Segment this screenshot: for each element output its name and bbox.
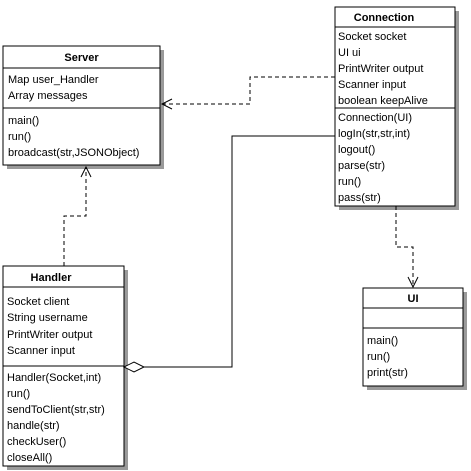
connection-method: Connection(UI) xyxy=(338,112,412,124)
connection-method: run() xyxy=(338,176,361,188)
connection-method: parse(str) xyxy=(338,160,385,172)
connection-attribute: UI ui xyxy=(338,47,361,59)
handler-class: Handler Socket client String username Pr… xyxy=(2,265,125,467)
dependency-line xyxy=(162,76,335,105)
server-class: Server Map user_Handler Array messages m… xyxy=(2,45,161,166)
connection-server-dependency xyxy=(160,76,335,110)
open-arrowhead xyxy=(160,98,173,110)
connection-method: logout() xyxy=(338,144,375,156)
handler-method: handle(str) xyxy=(7,420,60,432)
ui-class-box xyxy=(362,287,464,387)
handler-attribute: String username xyxy=(7,312,88,324)
dependency-line xyxy=(63,168,87,266)
aggregation-diamond xyxy=(122,361,146,373)
connection-method: logIn(str,str,int) xyxy=(338,128,410,140)
handler-attribute: Scanner input xyxy=(7,345,75,357)
connection-method: pass(str) xyxy=(338,192,381,204)
handler-method: run() xyxy=(7,388,30,400)
server-class-name: Server xyxy=(64,52,99,64)
server-method: run() xyxy=(8,131,31,143)
handler-server-dependency xyxy=(63,165,92,266)
connection-attribute: PrintWriter output xyxy=(338,63,423,75)
handler-attribute: Socket client xyxy=(7,296,69,308)
handler-method: closeAll() xyxy=(7,452,52,464)
connection-handler-aggregation xyxy=(122,135,335,373)
connection-class: Connection Socket socket UI ui PrintWrit… xyxy=(334,6,456,207)
ui-method: print(str) xyxy=(367,367,408,379)
connection-attribute: Socket socket xyxy=(338,31,406,43)
connection-attribute: Scanner input xyxy=(338,79,406,91)
ui-method: run() xyxy=(367,351,390,363)
ui-class: UI main() run() print(str) xyxy=(362,287,464,387)
handler-attribute: PrintWriter output xyxy=(7,329,92,341)
connection-attribute: boolean keepAlive xyxy=(338,95,428,107)
server-method: broadcast(str,JSONObject) xyxy=(8,147,139,159)
handler-method: checkUser() xyxy=(7,436,66,448)
handler-method: Handler(Socket,int) xyxy=(7,372,101,384)
dependency-line xyxy=(395,206,414,286)
open-arrowhead xyxy=(80,165,92,178)
connection-class-name: Connection xyxy=(354,12,415,24)
aggregation-line xyxy=(144,135,335,368)
handler-method: sendToClient(str,str) xyxy=(7,404,105,416)
server-method: main() xyxy=(8,115,39,127)
connection-ui-dependency xyxy=(395,206,419,289)
open-arrowhead xyxy=(407,276,419,289)
server-attribute: Map user_Handler xyxy=(8,74,99,86)
connection-class-box xyxy=(334,6,456,207)
server-attribute: Array messages xyxy=(8,90,88,102)
server-class-box xyxy=(2,45,161,166)
ui-class-name: UI xyxy=(408,293,419,305)
handler-class-name: Handler xyxy=(31,272,73,284)
ui-method: main() xyxy=(367,335,398,347)
